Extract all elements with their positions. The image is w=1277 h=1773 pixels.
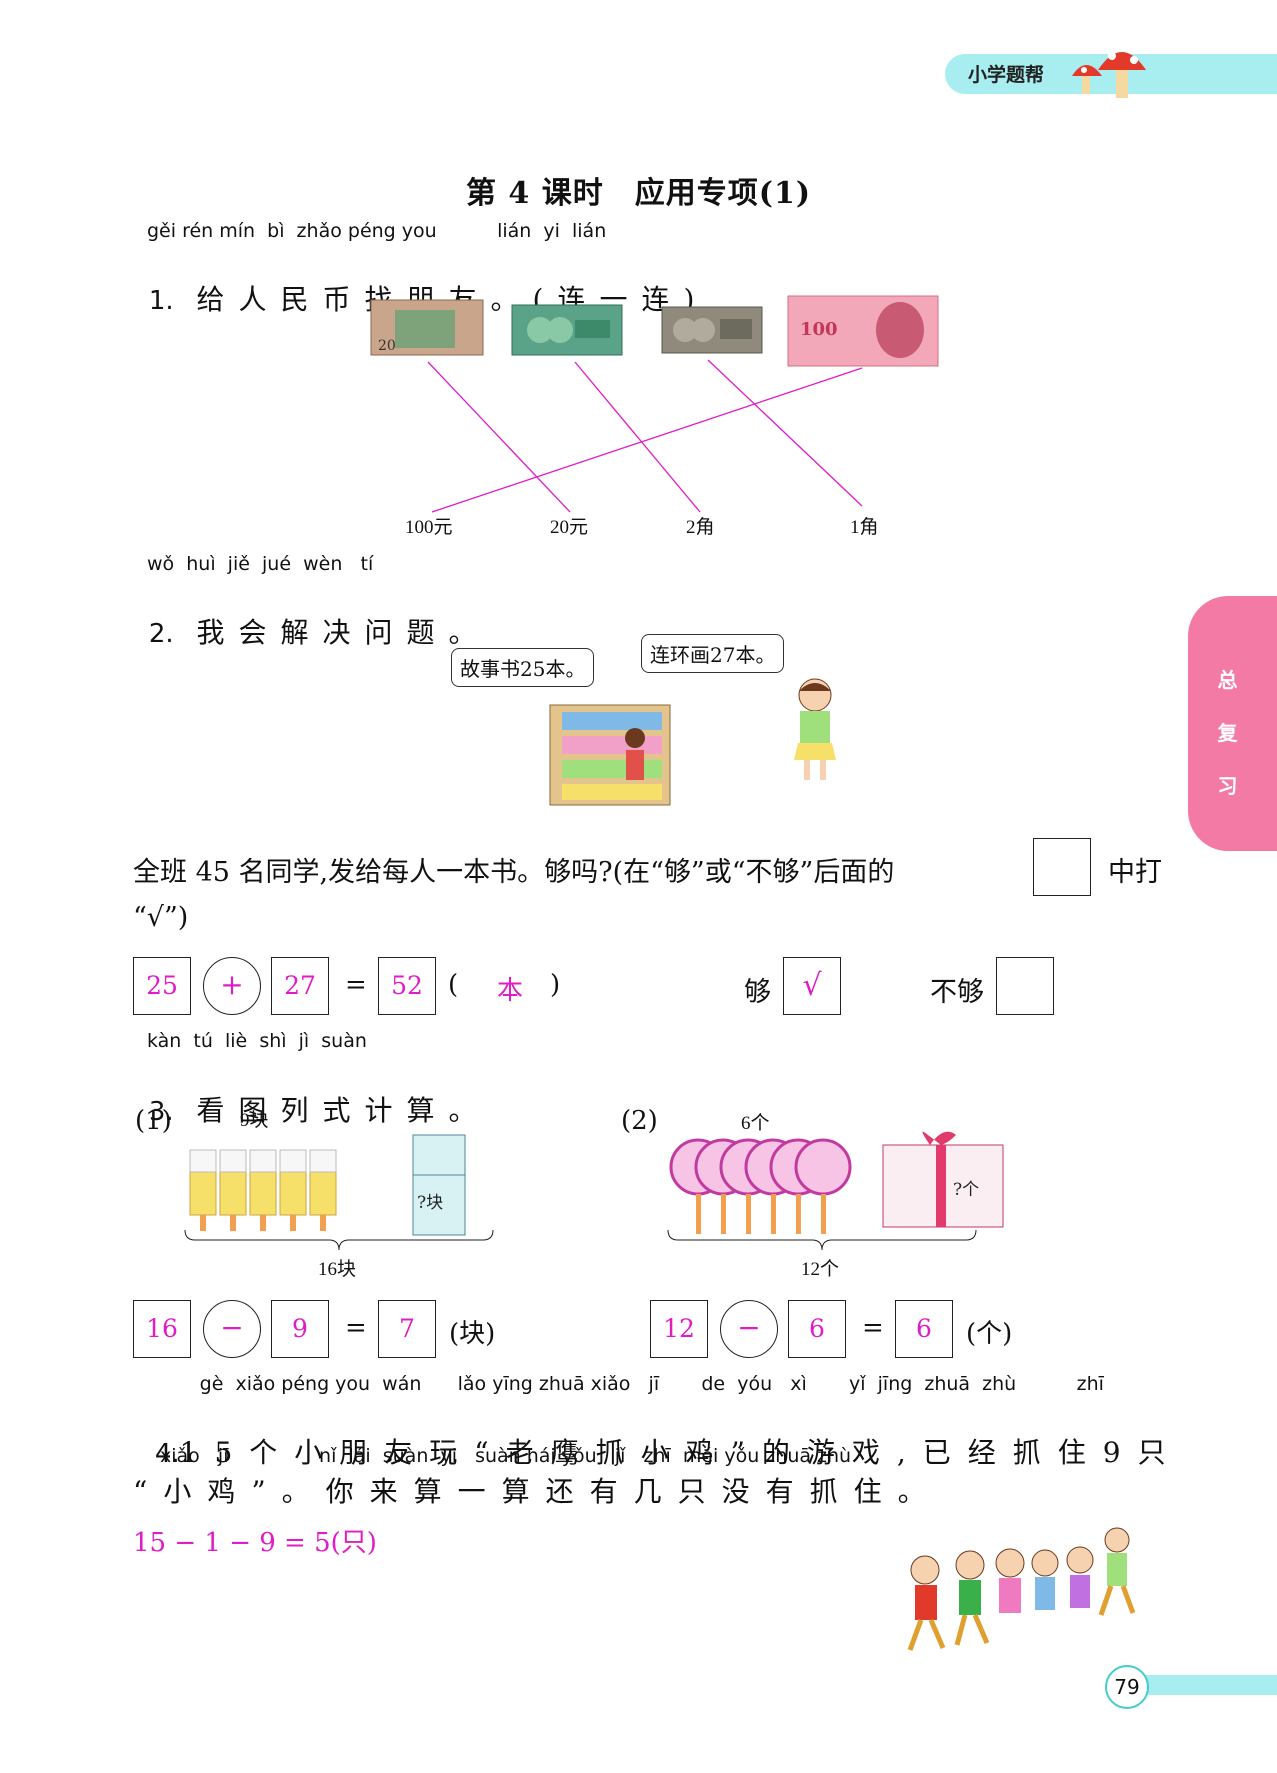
- q1-number: 1.: [148, 286, 174, 316]
- equals-sign: =: [345, 1313, 367, 1343]
- unit-label: (块): [449, 1319, 496, 1349]
- q3-pinyin: kàn tú liè shì jì suàn: [147, 1030, 367, 1052]
- svg-text:20: 20: [378, 338, 396, 354]
- q1-pinyin: gěi rén mín bì zhǎo péng you lián yi liá…: [147, 220, 607, 242]
- part2-label: (2): [621, 1106, 658, 1136]
- q2-question-line1-end: 中打: [1108, 857, 1162, 888]
- unit-answer: 本: [497, 976, 524, 1006]
- paren-close: ): [550, 970, 561, 1000]
- footer-bar: [1130, 1675, 1277, 1695]
- side-tab-char: 总: [1217, 668, 1238, 692]
- banknotes: 20 100: [370, 295, 939, 367]
- q2-number: 2.: [148, 619, 174, 649]
- not-enough-label: 不够: [930, 977, 984, 1008]
- q4-answer: 15 − 1 − 9 = 5(只): [133, 1528, 377, 1558]
- q4-line1: 4.15个小朋友玩“老鹰抓小鸡”的游戏,已经抓住9只: [103, 1398, 1183, 1471]
- brace-2: [667, 1229, 977, 1251]
- equals-sign: =: [345, 970, 367, 1000]
- part1-label: (1): [135, 1106, 172, 1136]
- enough-label: 够: [744, 977, 771, 1008]
- q2-question-line2: “√”): [133, 902, 189, 933]
- speech-bubble-left: 故事书25本。: [451, 648, 595, 687]
- page-number: 79: [1105, 1665, 1149, 1709]
- children-playing-illustration: [907, 1527, 1136, 1651]
- svg-text:100: 100: [800, 319, 838, 340]
- q4-pinyin-line1: gè xiǎo péng you wán lǎo yīng zhuā xiǎo …: [103, 1373, 1104, 1395]
- answer-box[interactable]: 52: [378, 957, 436, 1015]
- part2-total-label: 12个: [801, 1259, 840, 1280]
- brand-label: 小学题帮: [968, 64, 1045, 86]
- side-tab-char: 复: [1217, 721, 1238, 745]
- banknote-2jiao: [511, 304, 623, 356]
- answer-box[interactable]: 6: [895, 1300, 953, 1358]
- speech-bubble-right: 连环画27本。: [641, 634, 785, 673]
- answer-box-empty[interactable]: [1033, 838, 1091, 896]
- q4-line2: “小鸡”。你来算一算还有几只没有抓住。: [133, 1475, 942, 1508]
- match-label: 100元: [405, 517, 453, 538]
- q4-number: 4.: [154, 1439, 180, 1469]
- operator-circle[interactable]: −: [720, 1300, 778, 1358]
- side-tab-char: 习: [1217, 774, 1238, 798]
- match-label: 1角: [850, 517, 879, 538]
- not-enough-checkbox[interactable]: [996, 957, 1054, 1015]
- unit-label: (个): [966, 1319, 1013, 1349]
- matching-lines: [427, 359, 863, 513]
- popsicles-illustration: ?块: [189, 1134, 466, 1236]
- answer-box[interactable]: 12: [650, 1300, 708, 1358]
- paren-open: (: [448, 970, 459, 1000]
- answer-box[interactable]: 27: [271, 957, 329, 1015]
- match-label: 20元: [550, 517, 589, 538]
- banknote-100yuan: 100: [787, 295, 939, 367]
- part2-top-label: 6个: [741, 1113, 770, 1134]
- lollipops-gift-illustration: ?个: [669, 1131, 1004, 1234]
- q3-number: 3.: [148, 1097, 174, 1127]
- svg-text:?个: ?个: [953, 1180, 979, 1200]
- part1-top-label: 9块: [240, 1110, 269, 1131]
- operator-circle[interactable]: −: [203, 1300, 261, 1358]
- operator-circle[interactable]: +: [203, 957, 261, 1015]
- answer-box[interactable]: 6: [788, 1300, 846, 1358]
- q4-pinyin-line2: xiǎo jī nǐ lái suàn yi suàn hái yǒu jǐ z…: [160, 1445, 852, 1467]
- q3-text: 3. 看图列式计算。: [103, 1056, 491, 1129]
- answer-box[interactable]: 9: [271, 1300, 329, 1358]
- enough-checkbox[interactable]: √: [783, 957, 841, 1015]
- q3-prompt: 看图列式计算。: [196, 1094, 491, 1127]
- q2-prompt: 我会解决问题。: [196, 616, 491, 649]
- answer-box[interactable]: 7: [378, 1300, 436, 1358]
- banknote-20yuan: 20: [370, 299, 484, 356]
- svg-text:?块: ?块: [417, 1193, 443, 1213]
- match-label: 2角: [686, 517, 715, 538]
- brace-1: [184, 1229, 494, 1251]
- bookshelf-illustration: [549, 704, 671, 806]
- side-tab: 总 复 习: [1188, 596, 1277, 851]
- page-title: 第 4 课时 应用专项(1): [465, 176, 812, 211]
- answer-box[interactable]: 16: [133, 1300, 191, 1358]
- equals-sign: =: [862, 1313, 884, 1343]
- answer-box[interactable]: 25: [133, 957, 191, 1015]
- q2-question-line1: 全班 45 名同学,发给每人一本书。够吗?(在“够”或“不够”后面的: [133, 857, 895, 888]
- q4-line1-text: 15个小朋友玩“老鹰抓小鸡”的游戏,已经抓住9只: [179, 1436, 1183, 1469]
- q2-text: 2. 我会解决问题。: [103, 578, 491, 651]
- q2-pinyin: wǒ huì jiě jué wèn tí: [147, 553, 374, 575]
- mushroom-icon: [1072, 44, 1146, 98]
- banknote-1jiao: [661, 306, 763, 354]
- girl-illustration: [794, 678, 836, 780]
- part1-total-label: 16块: [318, 1259, 357, 1280]
